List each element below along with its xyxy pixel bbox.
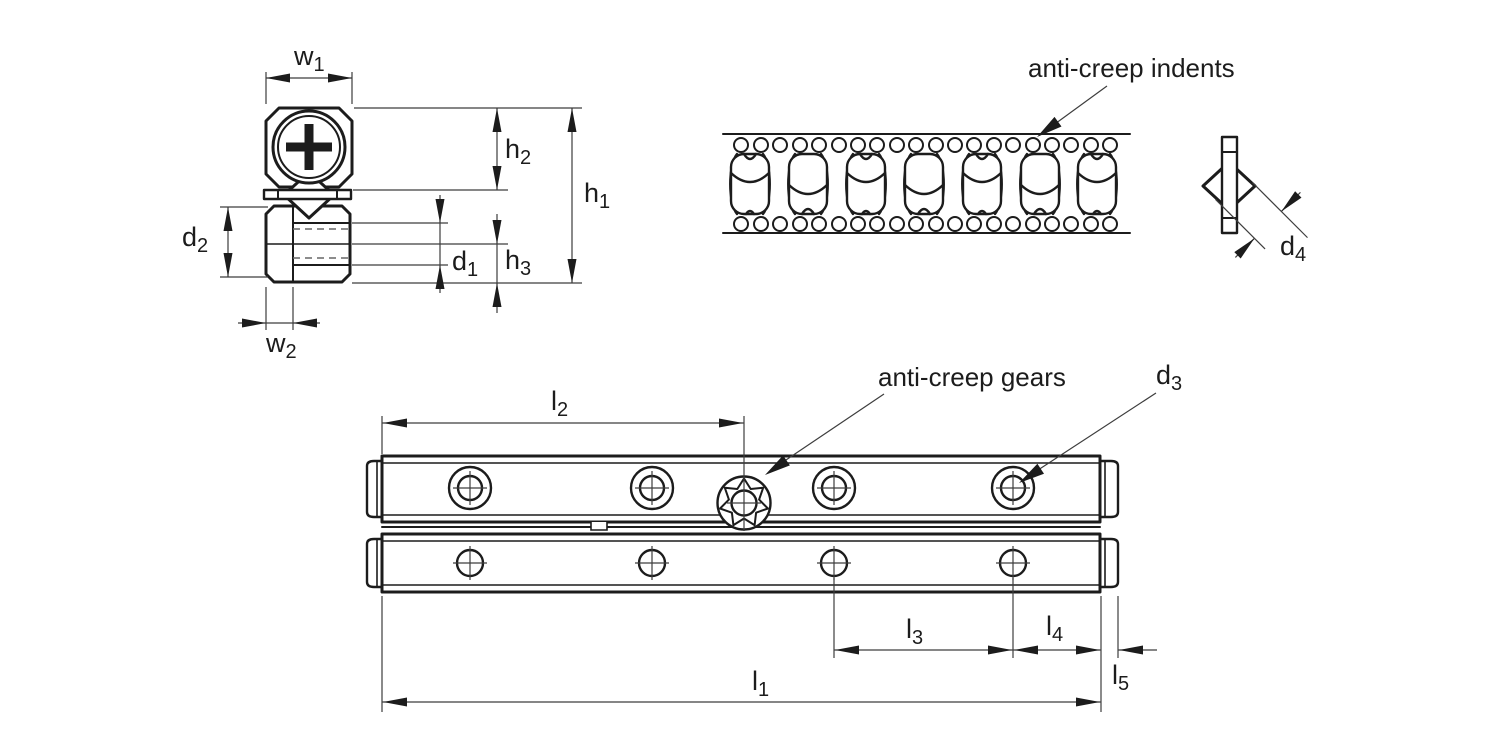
dim-label-l4: l4	[1046, 611, 1063, 646]
dimension-d2: d2	[182, 207, 233, 277]
leader-arrow-icon	[1019, 463, 1044, 483]
dimension-l4: l4	[1013, 611, 1101, 655]
dim-label-d1: d1	[452, 246, 478, 281]
dim-label-l5: l5	[1112, 660, 1129, 695]
crossed-rollers	[729, 152, 1118, 216]
dimension-l1: l1	[382, 666, 1101, 707]
lower-rail-section	[264, 204, 352, 284]
roller-side-view: d4	[1201, 135, 1308, 266]
extension-lines	[220, 72, 582, 330]
screw-head	[271, 109, 347, 185]
dim-label-d3: d3	[1156, 360, 1182, 395]
dimension-l2: l2	[382, 386, 744, 428]
cross-section-view: w1 h2 h1 d2 d1	[182, 41, 610, 363]
leader-arrow-icon	[1037, 116, 1062, 137]
rail-end-cap	[1098, 537, 1120, 589]
anti-creep-indent-holes	[733, 137, 1118, 232]
dimension-w1: w1	[266, 41, 352, 83]
anti-creep-gears-text: anti-creep gears	[878, 362, 1066, 392]
extension-lines-assembly	[381, 416, 1119, 712]
dim-label-l3: l3	[906, 614, 923, 649]
label-anti-creep-indents: anti-creep indents	[1028, 53, 1235, 137]
dimension-d4: d4	[1215, 182, 1308, 266]
dimension-h1: h1	[567, 108, 610, 283]
rail-assembly-view: l2 l3 l4 l5 l1 an	[365, 360, 1182, 712]
anti-creep-indents-text: anti-creep indents	[1028, 53, 1235, 83]
rail-end-cap	[365, 459, 384, 519]
dimension-d1: d1	[435, 195, 478, 293]
dimension-w2: w2	[238, 318, 320, 363]
cage-end-tab	[590, 522, 608, 531]
dim-label-h2: h2	[505, 134, 531, 169]
dimension-h2: h2	[492, 108, 531, 190]
cage-strip-section	[262, 188, 353, 201]
label-anti-creep-gears: anti-creep gears	[765, 362, 1066, 475]
dimension-l5: l5	[1112, 645, 1157, 695]
dim-label-h3: h3	[505, 245, 531, 280]
dim-label-w2: w2	[265, 328, 297, 363]
dim-label-w1: w1	[293, 41, 325, 76]
dimension-l3: l3	[834, 614, 1013, 655]
dim-label-d4: d4	[1280, 231, 1306, 266]
cage-top-view: anti-creep indents	[722, 53, 1235, 234]
dimension-h3: h3	[492, 214, 531, 313]
rail-end-cap	[1098, 459, 1120, 519]
lower-rail-top-view	[365, 532, 1120, 594]
dim-label-d2: d2	[182, 222, 208, 257]
rail-end-cap	[365, 537, 384, 589]
leader-arrow-icon	[765, 455, 790, 475]
dim-label-h1: h1	[584, 178, 610, 213]
dim-label-l1: l1	[752, 666, 769, 701]
dim-label-l2: l2	[551, 386, 568, 421]
label-d3: d3	[1019, 360, 1182, 483]
